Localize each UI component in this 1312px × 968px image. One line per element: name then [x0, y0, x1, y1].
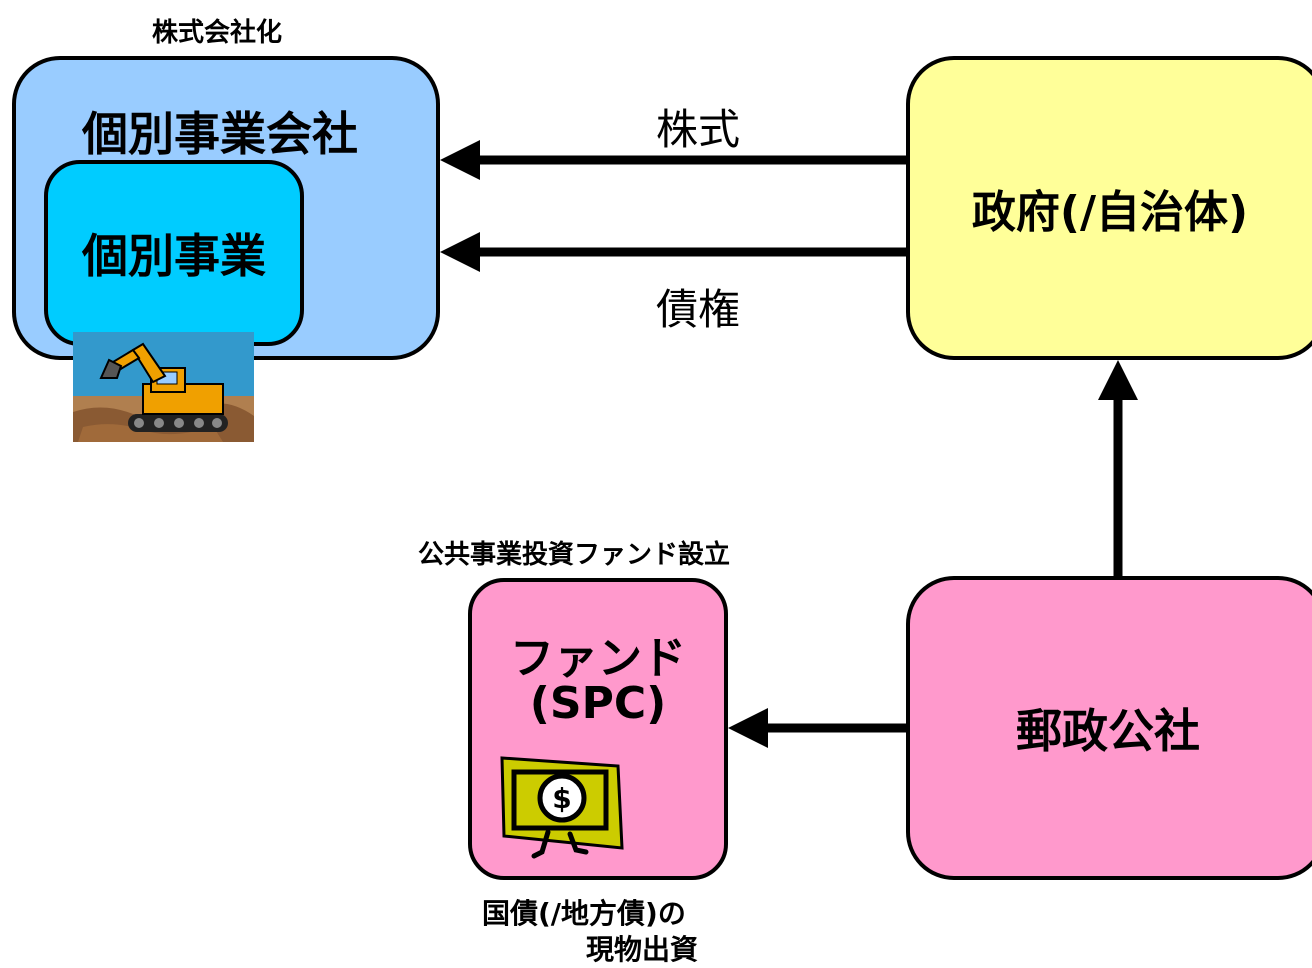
- project-box: 個別事業: [44, 160, 304, 346]
- money-icon: $: [500, 756, 624, 859]
- bonds-label: 債権: [656, 285, 741, 334]
- contribution-label-line2: 現物出資: [586, 933, 699, 966]
- excavator-icon: [73, 332, 254, 442]
- government-label: 政府(/自治体): [971, 187, 1249, 238]
- dollar-sign: $: [552, 782, 571, 815]
- incorporation-label: 株式会社化: [152, 18, 283, 48]
- fund-label-line2: (SPC): [529, 678, 667, 729]
- fund-label-line1: ファンド: [510, 633, 686, 684]
- project-label: 個別事業: [82, 229, 266, 283]
- contribution-label-line1: 国債(/地方債)の: [482, 897, 686, 930]
- shares-arrow: [440, 140, 906, 180]
- company-label: 個別事業会社: [82, 107, 358, 161]
- bonds-arrow: [440, 232, 906, 272]
- postal-box: 郵政公社: [906, 576, 1312, 880]
- postal-to-fund-arrow: [728, 708, 906, 748]
- postal-label: 郵政公社: [1016, 704, 1200, 758]
- shares-label: 株式: [656, 105, 741, 154]
- postal-to-government-arrow: [1098, 360, 1138, 576]
- fund-setup-label: 公共事業投資ファンド設立: [418, 540, 731, 570]
- government-box: 政府(/自治体): [906, 56, 1312, 360]
